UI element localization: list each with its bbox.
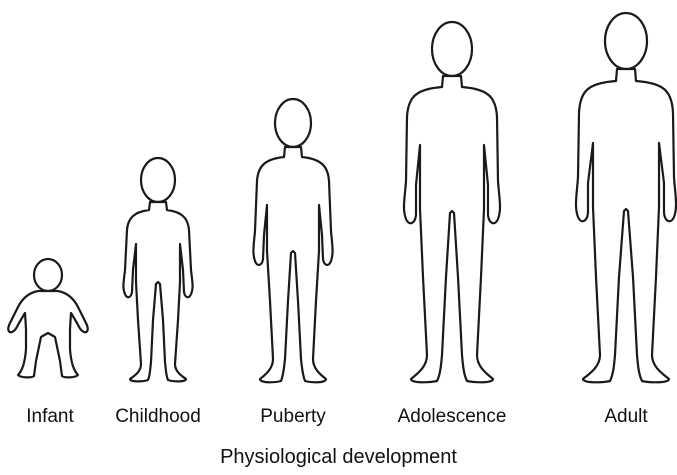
childhood-figure — [123, 158, 192, 381]
stage-label-puberty: Puberty — [260, 406, 325, 428]
childhood-head — [141, 158, 175, 202]
stage-label-infant: Infant — [26, 406, 74, 428]
infant-figure — [8, 259, 87, 377]
human-development-figures — [0, 0, 677, 400]
diagram-caption: Physiological development — [0, 446, 677, 469]
puberty-figure — [253, 99, 332, 382]
adolescence-head — [432, 22, 472, 76]
childhood-body-outline — [123, 202, 192, 381]
adult-figure — [576, 13, 676, 382]
puberty-body-outline — [253, 147, 332, 382]
puberty-head — [275, 99, 311, 147]
adolescence-figure — [404, 22, 500, 382]
stage-label-adult: Adult — [604, 406, 647, 428]
stage-label-childhood: Childhood — [115, 406, 201, 428]
infant-head — [34, 259, 62, 291]
infant-body-outline — [8, 291, 87, 377]
adolescence-body-outline — [404, 76, 500, 382]
stage-label-adolescence: Adolescence — [398, 406, 507, 428]
adult-head — [605, 13, 647, 69]
adult-body-outline — [576, 69, 676, 382]
